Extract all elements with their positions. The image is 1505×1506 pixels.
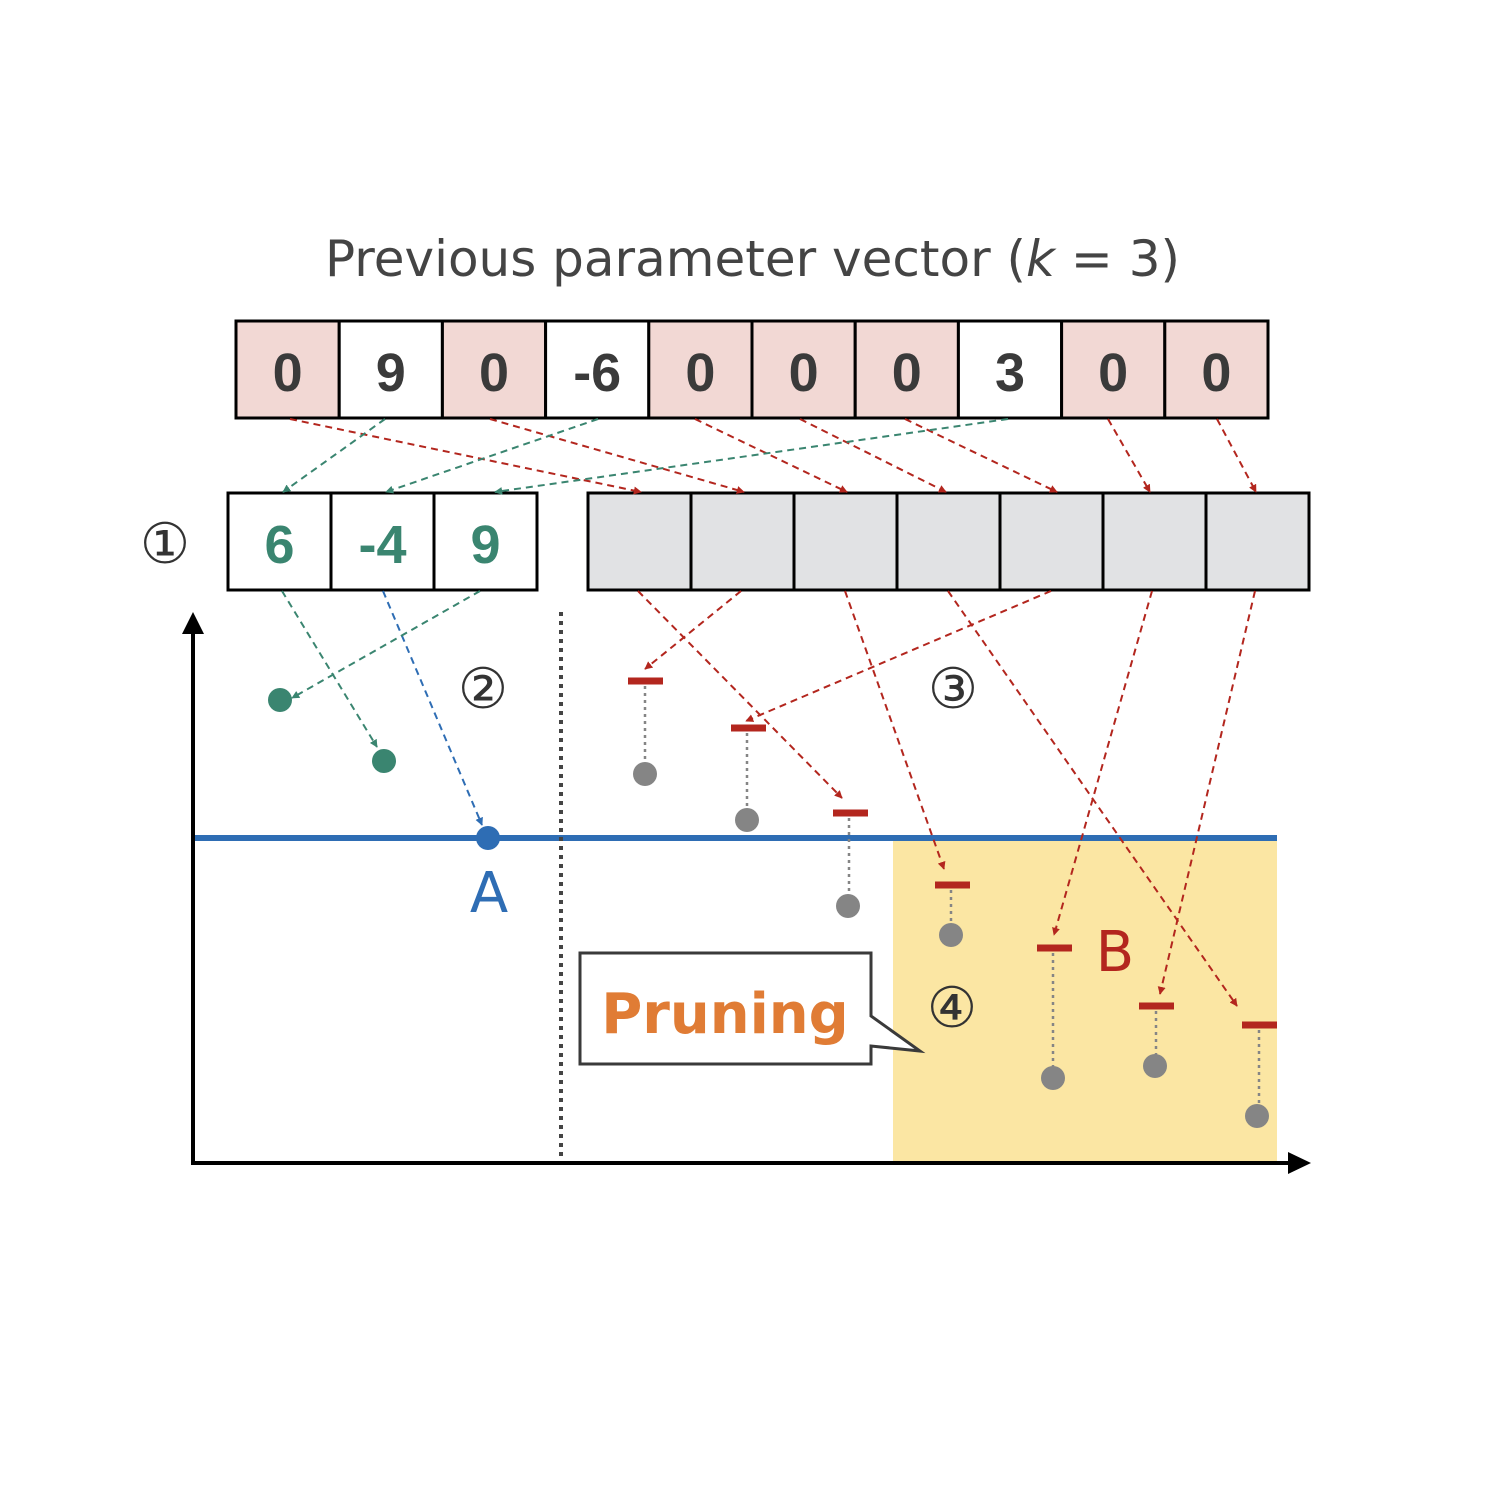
kept-point: [372, 749, 396, 773]
step-label-1: ①: [140, 512, 190, 577]
vector-cell-value: 0: [892, 343, 922, 403]
step-label-3: ③: [928, 657, 978, 722]
vector-cell: [337, 319, 444, 420]
arrow-green: [281, 590, 378, 748]
arrow-red: [1216, 418, 1257, 493]
candidate-cell: [895, 491, 1002, 592]
vector-cell-value: 3: [995, 343, 1025, 403]
candidate-cell: [586, 491, 693, 592]
candidate-point: [628, 677, 663, 786]
kept-arrows: [281, 590, 483, 826]
arrow-red: [644, 590, 742, 670]
kept-point: [268, 688, 292, 712]
kept-cell: [226, 491, 333, 592]
candidate-point: [1139, 1002, 1174, 1078]
vector-cell: [544, 319, 651, 420]
arrow-red: [904, 418, 1058, 493]
vector-cell-value: 0: [273, 343, 303, 403]
candidate-cell: [998, 491, 1105, 592]
kept-cell-value: 9: [470, 515, 500, 575]
point-b-label: B: [1096, 920, 1134, 985]
point-b: [1037, 944, 1072, 1090]
arrow-red: [637, 590, 843, 799]
arrow-red: [1107, 418, 1151, 493]
vector-cell-value: 0: [685, 343, 715, 403]
title-k-symbol: k: [1026, 230, 1056, 288]
candidate-cell: [689, 491, 796, 592]
vector-cell-value: 0: [1201, 343, 1231, 403]
candidate-vector: [586, 491, 1311, 592]
candidate-cell: [1204, 491, 1311, 592]
kept-cell-value: 6: [264, 515, 294, 575]
kept-cell: [329, 491, 436, 592]
point-a: [476, 826, 500, 850]
previous-vector: 0 9 0 -6 0 0 0 3 0 0: [234, 319, 1270, 420]
title-prefix: Previous parameter vector (: [324, 230, 1027, 288]
arrow-green: [385, 418, 599, 494]
vector-cell: [234, 319, 341, 420]
candidate-cell: [1101, 491, 1208, 592]
vector-cell-value: 9: [376, 343, 406, 403]
arrow-blue: [382, 590, 483, 826]
pruning-callout-text: Pruning: [601, 982, 849, 1047]
arrow-red: [799, 418, 947, 493]
diagram-title: Previous parameter vector (k = 3): [0, 230, 1505, 288]
kept-cell-value: -4: [358, 515, 406, 575]
candidate-point: [935, 881, 970, 947]
kept-vector: 6 -4 9: [226, 491, 539, 592]
point-a-label: A: [470, 861, 508, 926]
arrow-red: [289, 418, 642, 495]
candidate-point: [731, 724, 766, 832]
candidate-point: [1242, 1021, 1277, 1128]
vector-cell: [440, 319, 548, 420]
pruning-callout-box: [578, 951, 926, 1066]
candidate-points: [628, 677, 1277, 1128]
candidate-point: [833, 809, 868, 918]
arrow-red: [694, 418, 848, 493]
arrow-green: [494, 418, 1009, 495]
top-arrows: [282, 418, 1257, 495]
vector-cell: [853, 319, 960, 420]
arrow-red: [489, 418, 745, 494]
kept-cell: [432, 491, 539, 592]
vector-cell: [1163, 319, 1270, 420]
arrow-green: [291, 590, 481, 699]
vector-cell-value: 0: [479, 343, 509, 403]
arrow-red: [844, 590, 946, 870]
vector-cell-value: 0: [789, 343, 819, 403]
step-label-4: ④: [927, 976, 977, 1041]
arrow-red: [745, 590, 1052, 722]
vector-cell-value: -6: [573, 343, 621, 403]
step-label-2: ②: [458, 657, 508, 722]
candidate-cell: [792, 491, 899, 592]
title-suffix: = 3): [1055, 230, 1181, 288]
arrow-red: [1157, 590, 1256, 995]
y-axis-arrowhead: [182, 612, 204, 634]
arrow-red: [947, 590, 1238, 1007]
vector-cell: [1060, 319, 1167, 420]
arrow-green: [282, 418, 386, 493]
x-axis-arrowhead: [1288, 1152, 1311, 1174]
candidate-arrows: [637, 590, 1256, 1007]
vector-cell-value: 0: [1098, 343, 1128, 403]
pruning-region: [893, 840, 1277, 1162]
